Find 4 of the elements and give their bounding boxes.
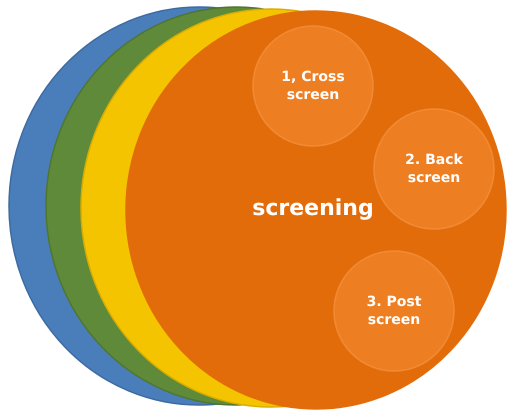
circle-label: screening: [251, 195, 375, 223]
circle-label: 1, Cross screen: [280, 68, 346, 104]
circle-label: 2. Back screen: [404, 151, 464, 188]
circle-label: 3. Post screen: [366, 293, 422, 330]
